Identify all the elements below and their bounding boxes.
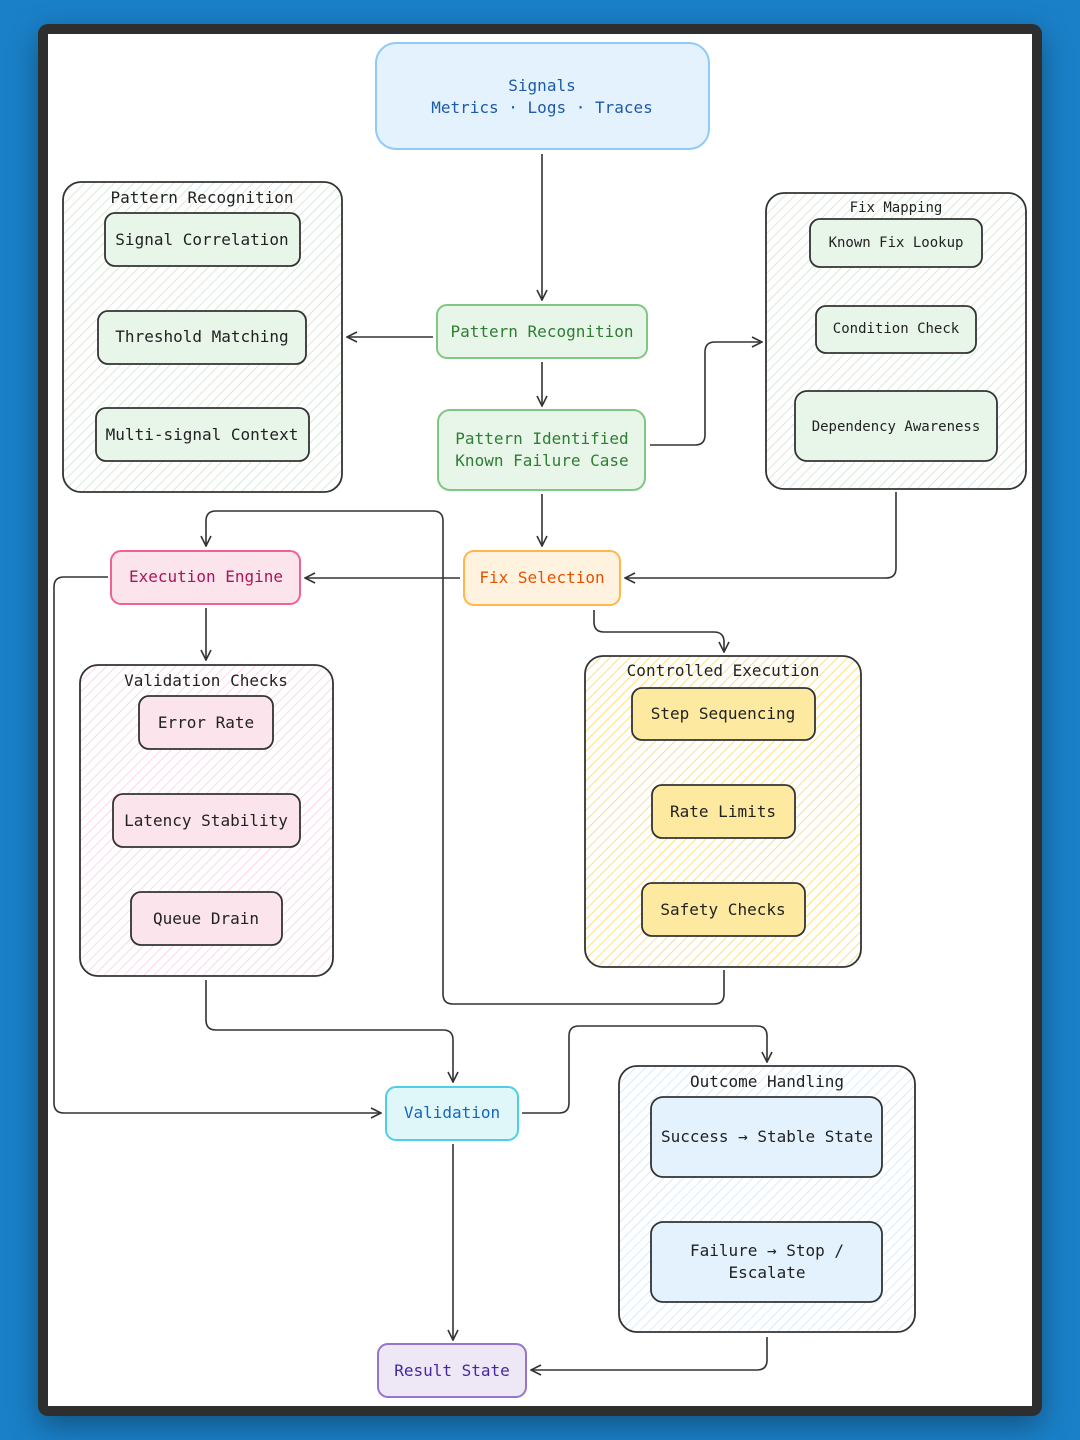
sub-node-box [104,212,301,267]
sub-node-box [95,407,310,462]
node-pattern-recognition: Pattern Recognition [436,304,648,359]
sub-node-error-rate: Error Rate [158,713,254,732]
node-validation: Validation [385,1086,519,1141]
sub-node-box [815,305,977,354]
node-result-state: Result State [377,1343,527,1398]
node-execution-engine: Execution Engine [110,550,301,605]
group-outcome-handling: Outcome Handling Success → Stable State … [618,1065,916,1333]
sub-node-box [650,1096,883,1178]
edge-execution-engine-to-validation [53,576,381,1113]
edge-outcome-handling-to-result-state [531,1337,768,1370]
edges [53,154,897,1370]
node-pattern-recognition-label: Pattern Recognition [450,322,633,341]
group-validation-checks: Validation Checks Error Rate Latency Sta… [79,664,334,977]
node-pattern-identified-box [437,409,646,491]
edge-fix-mapping-to-fix-selection [625,492,897,578]
sub-node-box [794,390,998,462]
node-validation-label: Validation [404,1103,500,1122]
edge-controlled-execution-to-execution-engine [206,510,725,1005]
node-pattern-recognition-box [436,304,648,359]
sub-node-signal-correlation: Signal Correlation [115,230,288,249]
group-title: Fix Mapping [850,200,943,216]
sub-node-box [641,882,806,937]
node-validation-box [385,1086,519,1141]
diagram-canvas: Pattern Recognition Signal Correlation T… [48,34,1032,1406]
sub-node-failure-stop-line1: Failure → Stop / [690,1241,844,1260]
sub-node-threshold-matching: Threshold Matching [115,327,288,346]
edge-identified-to-fix-mapping [650,342,762,446]
node-result-state-box [377,1343,527,1398]
sub-node-box [130,891,283,946]
sub-node-safety-checks: Safety Checks [660,900,785,919]
node-execution-engine-label: Execution Engine [129,567,283,586]
sub-node-multi-signal-context: Multi-signal Context [106,425,299,444]
sub-node-queue-drain: Queue Drain [153,909,259,928]
sub-node-step-sequencing: Step Sequencing [651,704,796,723]
group-fix-mapping: Fix Mapping Known Fix Lookup Condition C… [765,192,1027,490]
sub-node-box [809,218,983,268]
node-execution-engine-box [110,550,301,605]
node-pattern-identified-line2: Known Failure Case [455,451,628,470]
sub-node-box [650,1221,883,1303]
edge-validation-to-outcome-handling [522,1025,767,1114]
node-fix-selection-box [463,550,621,606]
node-pattern-identified: Pattern Identified Known Failure Case [437,409,646,491]
group-title: Pattern Recognition [110,188,293,207]
sub-node-success-stable-state: Success → Stable State [661,1127,873,1146]
group-title: Controlled Execution [627,661,820,680]
node-pattern-identified-line1: Pattern Identified [455,429,628,448]
sub-node-box [112,793,301,848]
sub-node-box [97,310,307,365]
node-signals-title: Signals [508,76,575,95]
sub-node-failure-stop-line2: Escalate [728,1263,805,1282]
node-signals-box [375,42,710,150]
sub-node-box [651,784,796,839]
node-signals-subtitle: Metrics · Logs · Traces [431,98,653,117]
sub-node-latency-stability: Latency Stability [124,811,288,830]
sub-node-rate-limits: Rate Limits [670,802,776,821]
sub-node-known-fix-lookup: Known Fix Lookup [829,235,964,251]
node-fix-selection: Fix Selection [463,550,621,606]
sub-node-condition-check: Condition Check [833,321,960,337]
node-result-state-label: Result State [394,1361,510,1380]
sub-node-box [138,695,274,750]
node-fix-selection-label: Fix Selection [479,568,604,587]
diagram-svg: Pattern Recognition Signal Correlation T… [53,42,1027,1398]
sub-node-dependency-awareness: Dependency Awareness [812,419,981,435]
edge-fix-selection-to-controlled-execution [593,610,724,652]
edge-validation-checks-to-validation [205,980,453,1082]
group-title: Validation Checks [124,671,288,690]
sub-node-box [631,687,816,741]
group-controlled-execution: Controlled Execution Step Sequencing Rat… [584,655,862,968]
node-signals: Signals Metrics · Logs · Traces [375,42,710,150]
group-pattern-recognition: Pattern Recognition Signal Correlation T… [62,181,343,493]
group-title: Outcome Handling [690,1072,844,1091]
